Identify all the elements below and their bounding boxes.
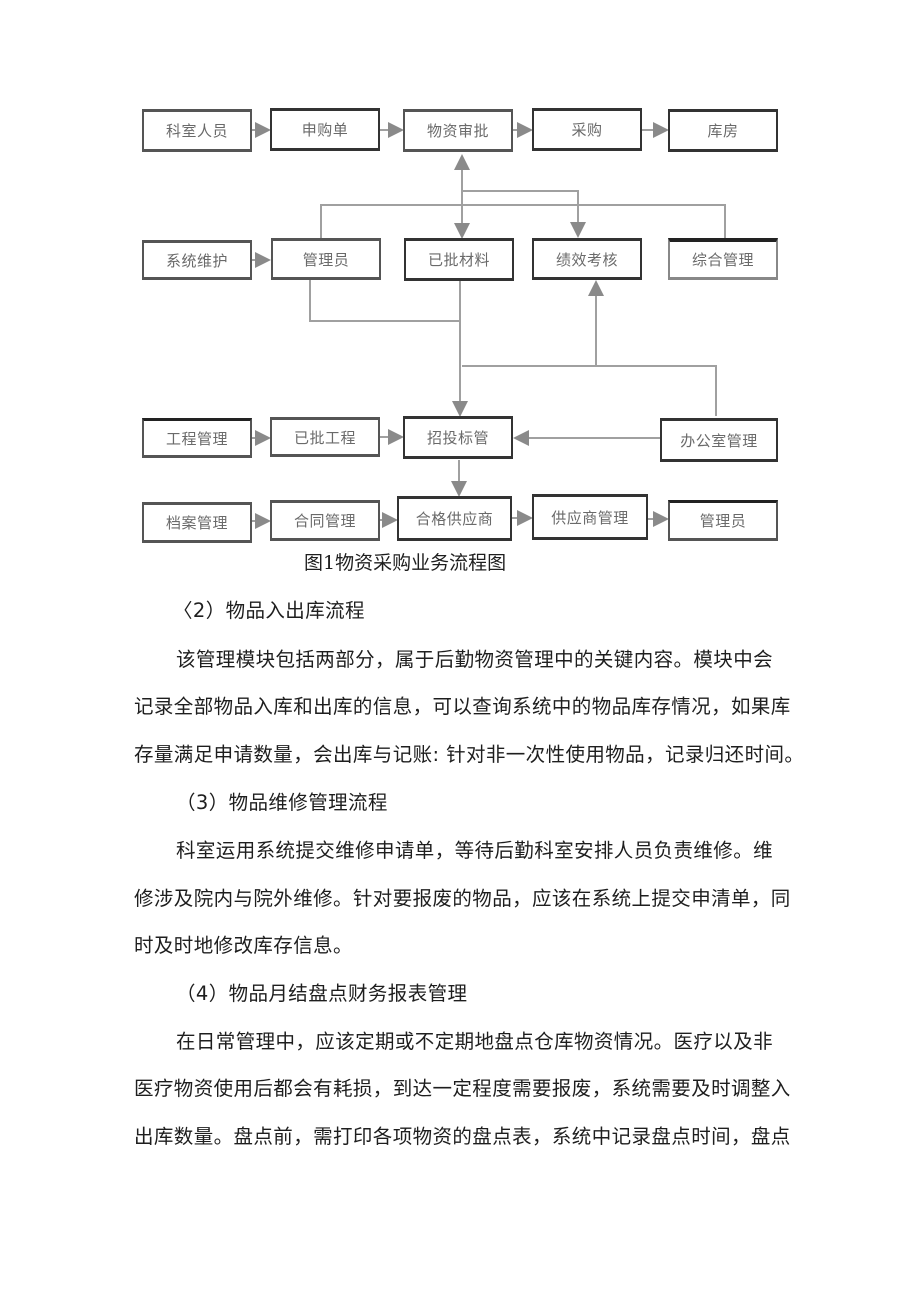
node-purchase-request: 申购单	[270, 108, 380, 151]
node-supplier-management: 供应商管理	[532, 494, 648, 540]
paragraph-line: 科室运用系统提交维修申请单，等待后勤科室安排人员负责维修。维	[176, 839, 774, 862]
node-warehouse: 库房	[668, 109, 778, 152]
paragraph-line: 时及时地修改库存信息。	[134, 934, 353, 957]
flowchart-connectors	[252, 122, 726, 529]
paragraph-line: 医疗物资使用后都会有耗损，到达一定程度需要报废，系统需要及时调整入	[134, 1077, 791, 1100]
node-administrator-2: 管理员	[668, 500, 778, 541]
node-office-management: 办公室管理	[660, 418, 778, 462]
node-purchasing: 采购	[532, 108, 642, 151]
section-heading-2: 〈2）物品入出库流程	[173, 599, 365, 622]
paragraph-line: 存量满足申请数量，会出库与记账: 针对非一次性使用物品，记录归还时间。	[134, 743, 805, 766]
node-archive-management: 档案管理	[142, 502, 252, 543]
paragraph-line: 出库数量。盘点前，需打印各项物资的盘点表，系统中记录盘点时间，盘点	[134, 1125, 791, 1148]
node-material-approval: 物资审批	[403, 109, 513, 152]
node-system-maintenance: 系统维护	[142, 240, 252, 280]
node-administrator: 管理员	[271, 238, 381, 280]
figure-caption: 图1物资采购业务流程图	[304, 552, 507, 574]
node-project-management: 工程管理	[142, 418, 252, 458]
node-contract-management: 合同管理	[270, 500, 380, 541]
paragraph-line: 记录全部物品入库和出库的信息，可以查询系统中的物品库存情况，如果库	[134, 695, 791, 718]
node-performance-review: 绩效考核	[532, 238, 642, 280]
node-tender-management: 招投标管	[403, 416, 513, 459]
node-department-staff: 科室人员	[142, 109, 252, 152]
procurement-flowchart: 科室人员 申购单 物资审批 采购 库房 系统维护 管理员 已批材料 绩效考核 综…	[0, 0, 920, 560]
node-approved-materials: 已批材料	[404, 238, 514, 281]
paragraph-line: 在日常管理中，应该定期或不定期地盘点仓库物资情况。医疗以及非	[176, 1030, 774, 1053]
node-general-management: 综合管理	[668, 238, 778, 280]
section-heading-3: （3）物品维修管理流程	[176, 791, 388, 814]
node-qualified-suppliers: 合格供应商	[397, 496, 512, 541]
node-approved-projects: 已批工程	[270, 417, 380, 457]
paragraph-line: 该管理模块包括两部分，属于后勤物资管理中的关键内容。模块中会	[176, 648, 774, 671]
section-heading-4: （4）物品月结盘点财务报表管理	[176, 982, 468, 1005]
paragraph-line: 修涉及院内与院外维修。针对要报废的物品，应该在系统上提交申清单，同	[134, 887, 791, 910]
